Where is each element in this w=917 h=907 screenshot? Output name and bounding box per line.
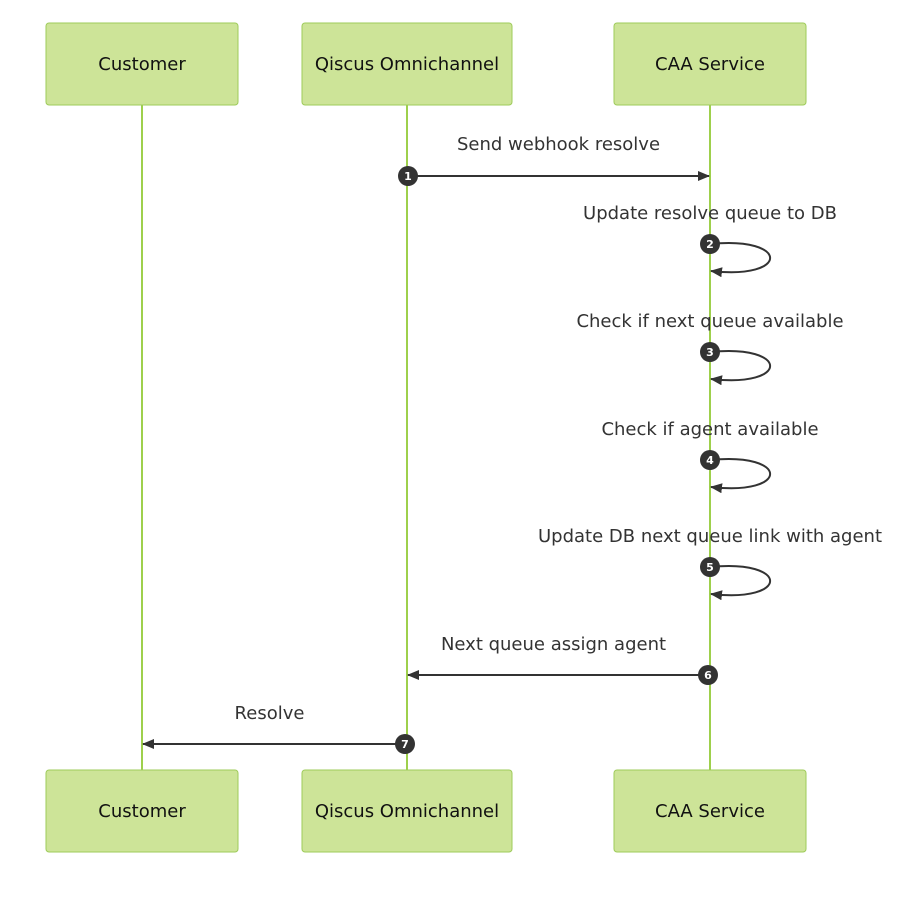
sequence-number-badge	[700, 450, 720, 470]
self-message-arrow	[709, 242, 771, 278]
actor-box	[613, 22, 807, 106]
actor-box	[613, 769, 807, 853]
message-label: Update resolve queue to DB	[583, 203, 837, 224]
sequence-number: 7	[401, 738, 409, 751]
actor-box	[45, 22, 239, 106]
message-4: Check if agent available 4	[601, 419, 819, 494]
message-label: Next queue assign agent	[441, 634, 666, 655]
sequence-number: 2	[706, 238, 714, 251]
self-message-arrow	[709, 350, 771, 386]
actor-omnichannel-bottom: Qiscus Omnichannel	[301, 769, 513, 853]
message-label: Check if agent available	[601, 419, 818, 440]
actor-label: CAA Service	[655, 54, 765, 75]
actor-box	[301, 22, 513, 106]
sequence-number-badge	[700, 557, 720, 577]
sequence-number: 4	[706, 454, 714, 467]
actor-caa-top: CAA Service	[613, 22, 807, 106]
message-label: Resolve	[235, 703, 305, 724]
actor-customer-bottom: Customer	[45, 769, 239, 853]
sequence-number: 3	[706, 346, 714, 359]
message-2: Update resolve queue to DB 2	[583, 203, 837, 278]
self-message-arrow	[709, 565, 771, 601]
sequence-number: 5	[706, 561, 714, 574]
message-1: Send webhook resolve 1	[398, 134, 710, 186]
actor-label: Qiscus Omnichannel	[315, 801, 499, 822]
actor-caa-bottom: CAA Service	[613, 769, 807, 853]
actor-box	[301, 769, 513, 853]
actor-label: CAA Service	[655, 801, 765, 822]
sequence-number-badge	[700, 234, 720, 254]
actor-label: Customer	[98, 54, 186, 75]
sequence-number-badge	[698, 665, 718, 685]
actor-customer-top: Customer	[45, 22, 239, 106]
sequence-number-badge	[395, 734, 415, 754]
actor-omnichannel-top: Qiscus Omnichannel	[301, 22, 513, 106]
message-7: Resolve 7	[142, 703, 415, 754]
message-label: Check if next queue available	[576, 311, 843, 332]
message-label: Send webhook resolve	[457, 134, 660, 155]
message-5: Update DB next queue link with agent 5	[538, 526, 882, 601]
message-label: Update DB next queue link with agent	[538, 526, 882, 547]
actor-box	[45, 769, 239, 853]
actor-label: Customer	[98, 801, 186, 822]
sequence-number: 6	[704, 669, 712, 682]
sequence-number-badge	[700, 342, 720, 362]
sequence-number-badge	[398, 166, 418, 186]
actor-label: Qiscus Omnichannel	[315, 54, 499, 75]
message-3: Check if next queue available 3	[576, 311, 844, 386]
sequence-number: 1	[404, 170, 412, 183]
self-message-arrow	[709, 458, 771, 494]
message-6: Next queue assign agent 6	[407, 634, 718, 685]
